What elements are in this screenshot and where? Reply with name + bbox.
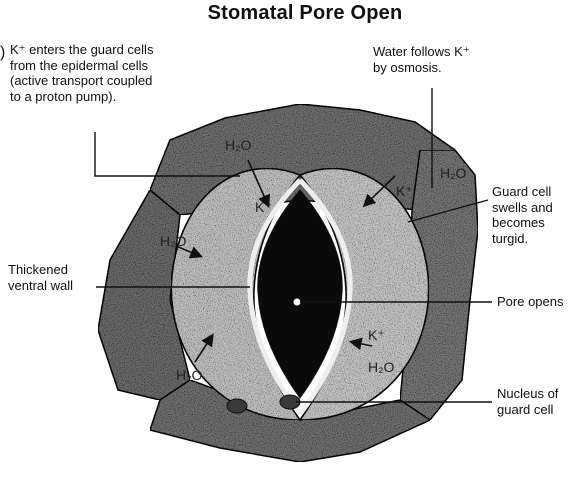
label-pore-opens: Pore opens — [497, 294, 564, 310]
k-label-right: K⁺ — [396, 183, 413, 199]
label-marker: ) — [0, 44, 5, 62]
epidermal-cell-bottom — [150, 380, 430, 462]
label-guard-cell-swells: Guard cell swells and becomes turgid. — [492, 184, 553, 246]
pore-center-dot — [294, 299, 301, 306]
label-k-enters: K⁺ enters the guard cells from the epide… — [10, 42, 153, 104]
k-label-left: K⁺ — [255, 199, 272, 215]
k-label-lower-right: K⁺ — [368, 327, 385, 343]
nucleus-left — [227, 399, 247, 413]
label-nucleus: Nucleus of guard cell — [497, 386, 558, 417]
water-label-top-left: H₂O — [225, 137, 252, 153]
label-thickened-wall: Thickened ventral wall — [8, 262, 73, 293]
water-label-left-mid: H₂O — [160, 233, 187, 249]
water-label-top-right: H₂O — [440, 165, 467, 181]
water-label-bottom-left: H₂O — [176, 367, 203, 383]
water-label-bottom-right: H₂O — [368, 359, 395, 375]
label-water-follows: Water follows K⁺ by osmosis. — [373, 44, 470, 75]
